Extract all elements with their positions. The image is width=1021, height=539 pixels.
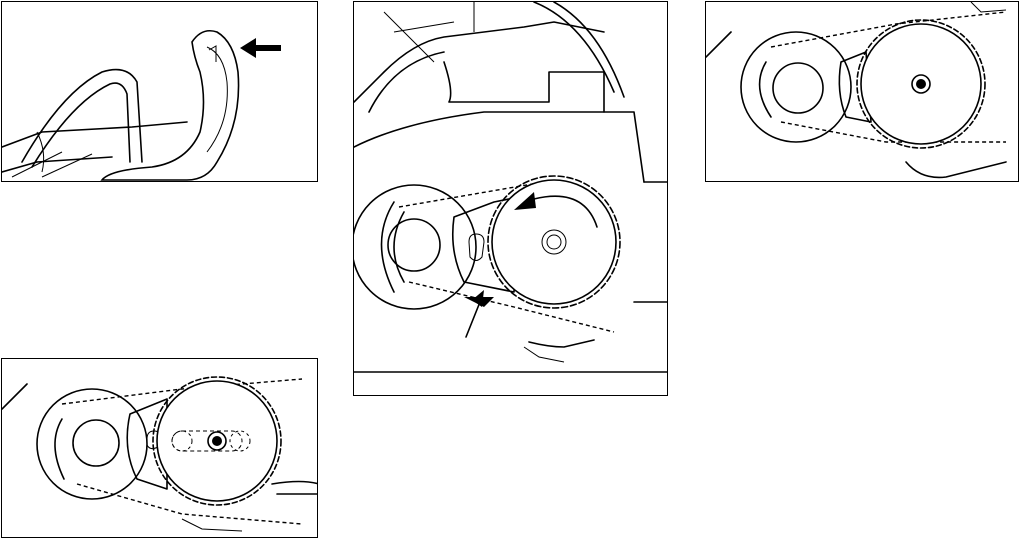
panel-sprocket-centered [705,1,1019,182]
sprocket-rotation-drawing [354,2,668,396]
panel-sprocket-slot [1,358,318,538]
sprocket-centered-drawing [706,2,1019,182]
arrow-left-icon [240,38,281,58]
sprocket-slot-drawing [2,359,318,538]
panel-handle-bar [1,1,318,182]
sprocket-gear [153,377,281,505]
handle-bar-drawing [2,2,318,182]
handle-hook [102,31,239,180]
panel-sprocket-rotation [353,1,668,396]
sprocket-gear [857,20,985,148]
